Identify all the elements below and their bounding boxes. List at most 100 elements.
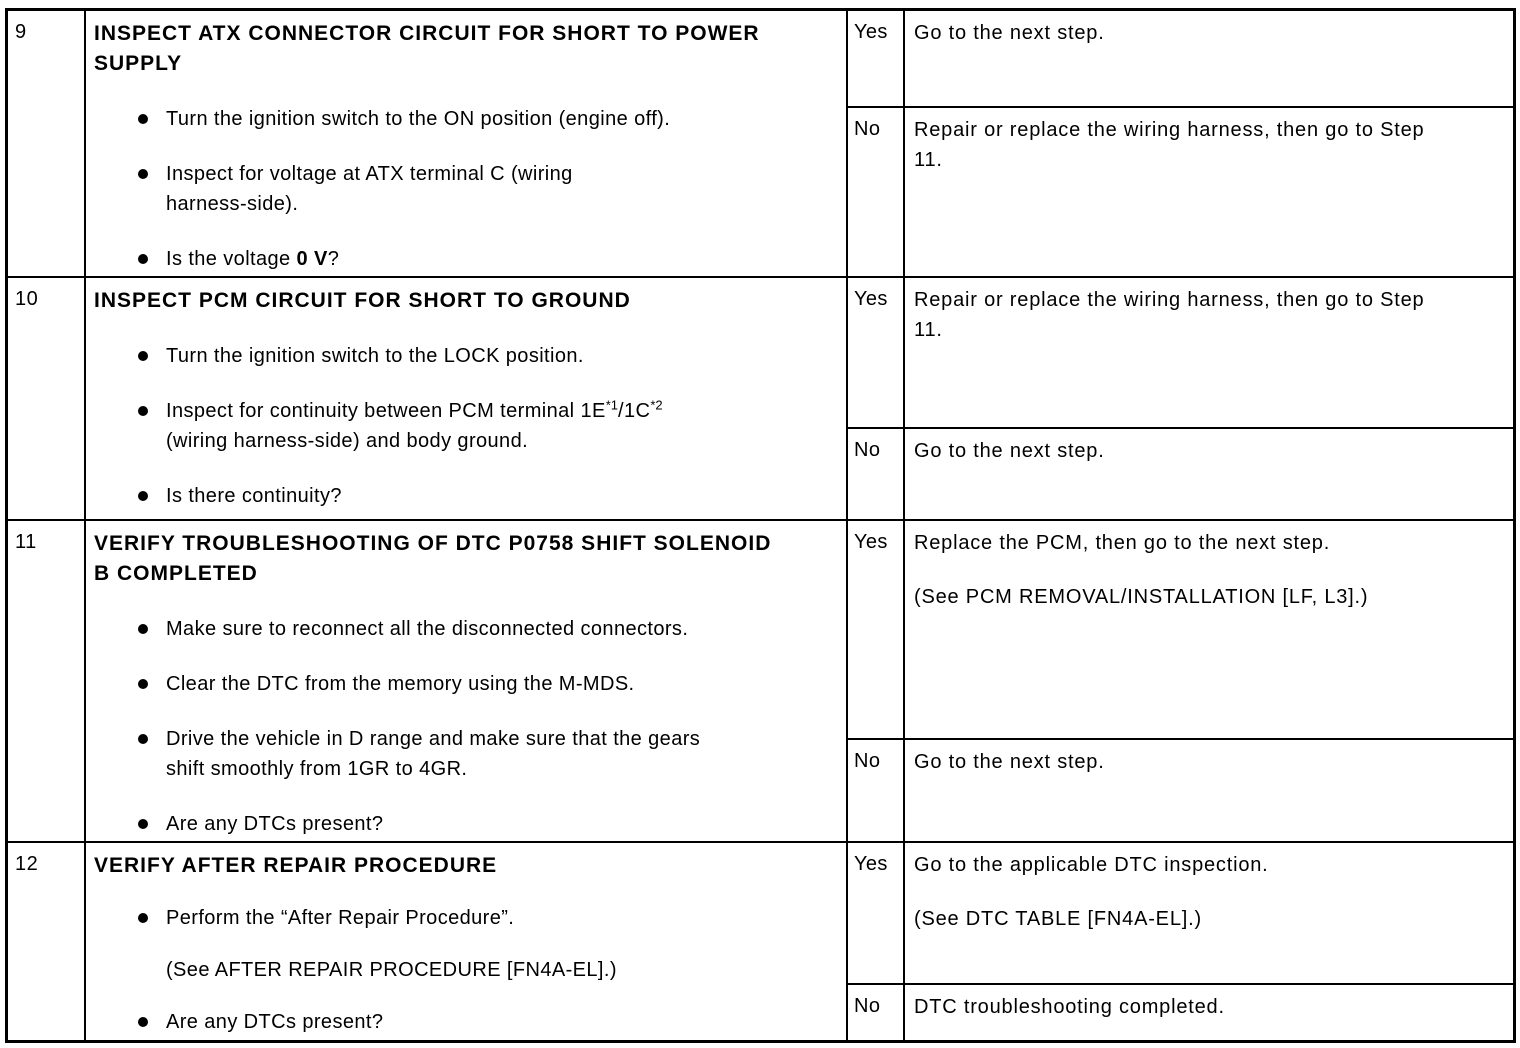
question-text: ? (327, 248, 340, 270)
footnote-marker: *2 (650, 397, 663, 413)
decision-block: Yes Go to the next step. No Repair or re… (848, 11, 1513, 276)
bullet-icon (138, 114, 148, 124)
list-item-text: Turn the ignition switch to the LOCK pos… (166, 345, 584, 367)
yes-label: Yes (848, 11, 905, 106)
result-cell: Go to the next step. (905, 429, 1513, 519)
table-row-step-11: 11 VERIFY TROUBLESHOOTING OF DTC P0758 S… (8, 519, 1513, 841)
decision-block: Yes Go to the applicable DTC inspection.… (848, 843, 1513, 1040)
no-label: No (848, 740, 905, 841)
list-item-text: Turn the ignition switch to the ON posit… (166, 108, 671, 130)
procedure-title: VERIFY AFTER REPAIR PROCEDURE (94, 854, 498, 877)
decision-block: Yes Repair or replace the wiring harness… (848, 278, 1513, 519)
result-cell: Repair or replace the wiring harness, th… (905, 278, 1513, 427)
list-item-text: Are any DTCs present? (166, 813, 384, 835)
result-reference: (See DTC TABLE [FN4A-EL].) (914, 908, 1202, 930)
list-item-text: Inspect for voltage at ATX terminal C (w… (166, 163, 573, 215)
yes-label: Yes (848, 278, 905, 427)
list-item: Are any DTCs present? (94, 1007, 836, 1037)
result-text: DTC troubleshooting completed. (914, 996, 1225, 1018)
result-text: Repair or replace the wiring harness, th… (914, 119, 1425, 171)
list-item: Is there continuity? (94, 481, 836, 511)
bullet-icon (138, 254, 148, 264)
table-row-step-10: 10 INSPECT PCM CIRCUIT FOR SHORT TO GROU… (8, 276, 1513, 519)
decision-block: Yes Replace the PCM, then go to the next… (848, 521, 1513, 841)
yes-subrow: Yes Repair or replace the wiring harness… (848, 278, 1513, 427)
no-subrow: No DTC troubleshooting completed. (848, 983, 1513, 1040)
list-item: Inspect for continuity between PCM termi… (94, 396, 836, 456)
result-text: Replace the PCM, then go to the next ste… (914, 532, 1331, 554)
yes-subrow: Yes Go to the next step. (848, 11, 1513, 106)
step-number: 9 (8, 11, 86, 276)
yes-label: Yes (848, 843, 905, 983)
table-row-step-9: 9 INSPECT ATX CONNECTOR CIRCUIT FOR SHOR… (8, 11, 1513, 276)
dtc-troubleshooting-table: 9 INSPECT ATX CONNECTOR CIRCUIT FOR SHOR… (5, 8, 1516, 1043)
question-text: Is the voltage (166, 248, 297, 270)
list-item: Make sure to reconnect all the disconnec… (94, 614, 836, 644)
list-item: Inspect for voltage at ATX terminal C (w… (94, 159, 836, 219)
list-item-text: Perform the “After Repair Procedure”. (166, 907, 515, 929)
no-subrow: No Go to the next step. (848, 427, 1513, 519)
bullet-icon (138, 679, 148, 689)
no-subrow: No Repair or replace the wiring harness,… (848, 106, 1513, 276)
result-cell: Replace the PCM, then go to the next ste… (905, 521, 1513, 738)
yes-label: Yes (848, 521, 905, 738)
list-item-text: Make sure to reconnect all the disconnec… (166, 618, 689, 640)
result-text: Go to the applicable DTC inspection. (914, 854, 1269, 876)
bullet-icon (138, 734, 148, 744)
list-item: Perform the “After Repair Procedure”. (94, 903, 836, 933)
list-item: Are any DTCs present? (94, 809, 836, 839)
result-text: Go to the next step. (914, 751, 1105, 773)
list-item-text: Clear the DTC from the memory using the … (166, 673, 635, 695)
list-item: Clear the DTC from the memory using the … (94, 669, 836, 699)
instruction-text: /1C (618, 400, 651, 422)
list-item: Is the voltage 0 V? (94, 244, 836, 274)
result-cell: DTC troubleshooting completed. (905, 985, 1513, 1040)
list-item-text: Drive the vehicle in D range and make su… (166, 728, 701, 780)
result-cell: Go to the next step. (905, 11, 1513, 106)
bullet-icon (138, 819, 148, 829)
bullet-icon (138, 913, 148, 923)
yes-subrow: Yes Replace the PCM, then go to the next… (848, 521, 1513, 738)
procedure-title: INSPECT PCM CIRCUIT FOR SHORT TO GROUND (94, 289, 631, 312)
no-subrow: No Go to the next step. (848, 738, 1513, 841)
result-cell: Go to the applicable DTC inspection. (Se… (905, 843, 1513, 983)
bullet-icon (138, 406, 148, 416)
bullet-icon (138, 169, 148, 179)
yes-subrow: Yes Go to the applicable DTC inspection.… (848, 843, 1513, 983)
step-number: 12 (8, 843, 86, 1040)
result-cell: Repair or replace the wiring harness, th… (905, 108, 1513, 276)
no-label: No (848, 985, 905, 1040)
bullet-icon (138, 491, 148, 501)
result-cell: Go to the next step. (905, 740, 1513, 841)
list-item-text: Inspect for continuity between PCM termi… (166, 396, 836, 456)
procedure-title: VERIFY TROUBLESHOOTING OF DTC P0758 SHIF… (94, 532, 772, 585)
procedure-title: INSPECT ATX CONNECTOR CIRCUIT FOR SHORT … (94, 22, 760, 75)
list-item: Turn the ignition switch to the ON posit… (94, 104, 836, 134)
bullet-icon (138, 1017, 148, 1027)
result-text: Repair or replace the wiring harness, th… (914, 289, 1425, 341)
table-row-step-12: 12 VERIFY AFTER REPAIR PROCEDURE Perform… (8, 841, 1513, 1040)
step-number: 11 (8, 521, 86, 841)
list-item-text: Are any DTCs present? (166, 1011, 384, 1033)
action-cell: VERIFY TROUBLESHOOTING OF DTC P0758 SHIF… (86, 521, 848, 841)
list-item-text: Is there continuity? (166, 485, 342, 507)
instruction-text: (wiring harness-side) and body ground. (166, 430, 529, 452)
instruction-text: Inspect for continuity between PCM termi… (166, 400, 606, 422)
reference-note: (See AFTER REPAIR PROCEDURE [FN4A-EL].) (166, 959, 617, 981)
list-item: Turn the ignition switch to the LOCK pos… (94, 341, 836, 371)
result-text: Go to the next step. (914, 440, 1105, 462)
bullet-icon (138, 351, 148, 361)
footnote-marker: *1 (605, 397, 619, 413)
bullet-icon (138, 624, 148, 634)
no-label: No (848, 429, 905, 519)
emphasized-value: 0 V (296, 248, 328, 270)
result-reference: (See PCM REMOVAL/INSTALLATION [LF, L3].) (914, 586, 1369, 608)
no-label: No (848, 108, 905, 276)
list-item-text: Is the voltage 0 V? (166, 244, 836, 274)
action-cell: VERIFY AFTER REPAIR PROCEDURE Perform th… (86, 843, 848, 1040)
action-cell: INSPECT PCM CIRCUIT FOR SHORT TO GROUND … (86, 278, 848, 519)
list-item: Drive the vehicle in D range and make su… (94, 724, 836, 784)
result-text: Go to the next step. (914, 22, 1105, 44)
action-cell: INSPECT ATX CONNECTOR CIRCUIT FOR SHORT … (86, 11, 848, 276)
step-number: 10 (8, 278, 86, 519)
